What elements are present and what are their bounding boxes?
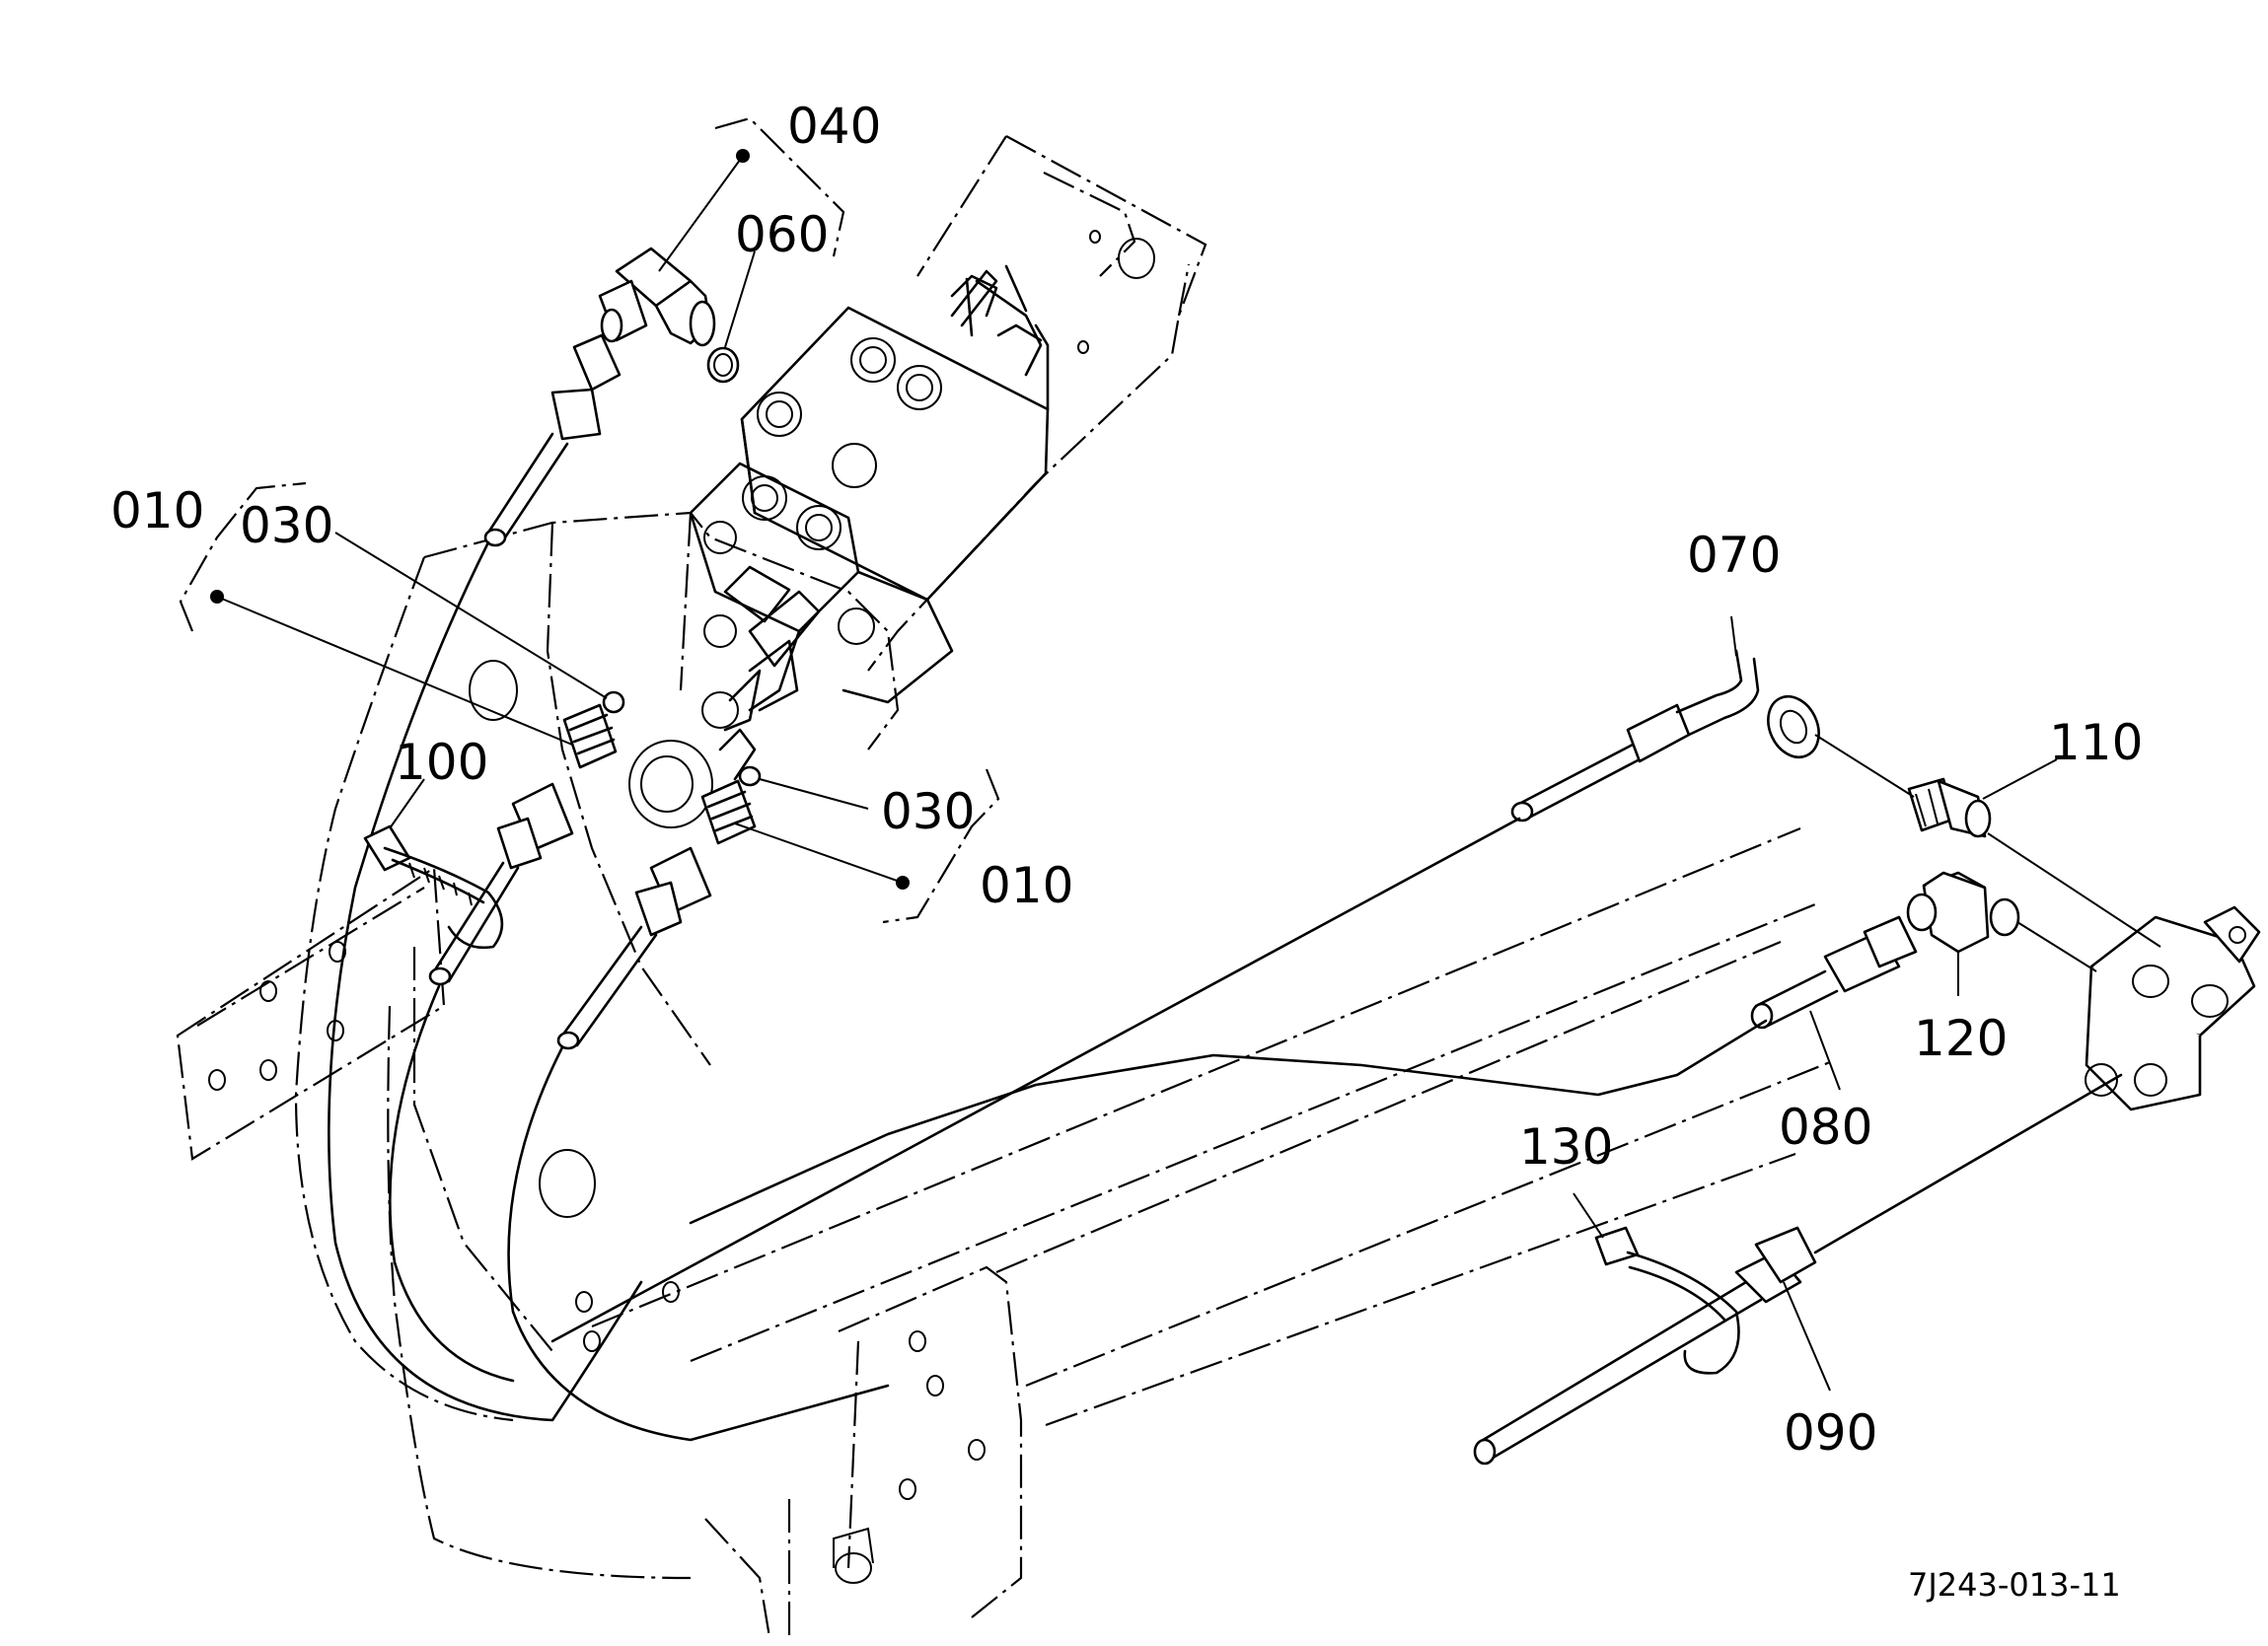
callout-110: 110: [2049, 714, 2143, 771]
callout-040: 040: [787, 98, 881, 155]
callout-080: 080: [1779, 1099, 1872, 1156]
o-ring-060: [706, 346, 740, 384]
cable-tie-100: [363, 824, 504, 950]
adapter-110: [1907, 777, 1992, 838]
callout-090: 090: [1784, 1404, 1877, 1462]
drawing-reference-code: 7J243-013-11: [1908, 1566, 2121, 1604]
hose-fitting-middle: [389, 782, 574, 1383]
o-ring-030-left: [602, 690, 625, 714]
callout-010-right: 010: [980, 857, 1073, 914]
frame-hole: [539, 1149, 596, 1218]
adapter-010-right: [700, 765, 762, 845]
callout-030-right: 030: [881, 783, 975, 840]
tee-fitting-120: [1906, 871, 2020, 954]
callout-100: 100: [395, 734, 488, 791]
callout-labels: 040 060 010 030 100 030 010 070 110 120 …: [110, 98, 2143, 1604]
hose-070: [550, 649, 1820, 1343]
callout-010-left: 010: [110, 482, 204, 539]
o-ring-030-right: [738, 765, 762, 787]
callout-130: 130: [1519, 1118, 1613, 1176]
hose-090: [1473, 1073, 2123, 1466]
callout-060: 060: [735, 206, 829, 263]
callout-120: 120: [1914, 1010, 2008, 1067]
distribution-block: [2085, 905, 2261, 1111]
callout-070: 070: [1687, 527, 1781, 584]
control-valve: [689, 264, 1050, 781]
leader-lines: [179, 116, 2161, 1392]
frame-phantom-outline: [176, 135, 1836, 1638]
adapter-010-left: [562, 690, 625, 769]
hose-upper-left: [328, 333, 643, 1422]
hose-fitting-right: [507, 846, 890, 1442]
frame-hole: [469, 660, 518, 721]
cable-tie-130: [1594, 1226, 1740, 1375]
elbow-fitting-040: [598, 247, 716, 347]
pivot-boss: [628, 740, 713, 828]
hose-080: [689, 915, 1918, 1225]
callout-030-left: 030: [240, 497, 333, 554]
